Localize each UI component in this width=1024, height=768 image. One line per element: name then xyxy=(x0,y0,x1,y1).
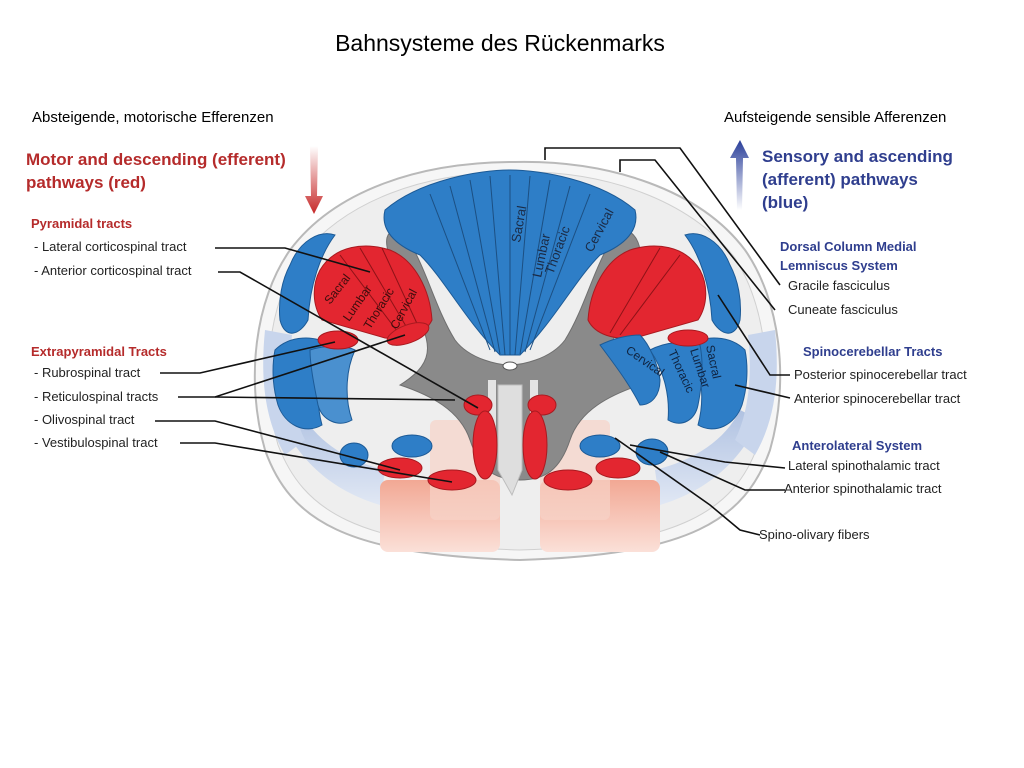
anterolateral-title: Anterolateral System xyxy=(792,438,923,453)
descending-arrow-icon xyxy=(305,146,323,214)
sensory-heading-line2: (afferent) pathways xyxy=(762,170,918,189)
motor-pathways-heading: Motor and descending (efferent) pathways… xyxy=(26,148,286,194)
motor-heading-line2: pathways (red) xyxy=(26,173,146,192)
anterior-spinocerebellar-label: Anterior spinocerebellar tract xyxy=(794,391,961,406)
sensory-pathways-heading: Sensory and ascending (afferent) pathway… xyxy=(762,145,953,214)
lateral-spinothalamic-label: Lateral spinothalamic tract xyxy=(788,458,940,473)
leader-lines-left xyxy=(155,247,479,483)
gracile-fasciculus-label: Gracile fasciculus xyxy=(788,278,890,293)
reticulospinal-label: - Reticulospinal tracts xyxy=(34,389,159,404)
segment-label-dorsal: Sacral xyxy=(508,205,529,244)
dorsal-column: Sacral Lumbar Thoracic Cervical xyxy=(383,169,637,356)
left-lateral-corticospinal: Sacral Lumbar Thoracic Cervical xyxy=(313,245,433,339)
spino-olivary-label: Spino-olivary fibers xyxy=(759,527,870,542)
sensory-heading-line3: (blue) xyxy=(762,193,809,212)
cuneate-fasciculus-label: Cuneate fasciculus xyxy=(788,302,898,317)
posterior-spinocerebellar-label: Posterior spinocerebellar tract xyxy=(794,367,967,382)
extrapyramidal-title: Extrapyramidal Tracts xyxy=(31,344,167,359)
central-canal xyxy=(502,361,518,371)
ascending-arrow-icon xyxy=(730,140,749,210)
motor-heading-line1: Motor and descending (efferent) xyxy=(26,150,286,169)
vestibulospinal-label: - Vestibulospinal tract xyxy=(34,435,158,450)
sensory-heading-line1: Sensory and ascending xyxy=(762,147,953,166)
anterior-spinothalamic-label: Anterior spinothalamic tract xyxy=(784,481,942,496)
pyramidal-title: Pyramidal tracts xyxy=(31,216,133,231)
anterior-corticospinal-label: - Anterior corticospinal tract xyxy=(34,263,192,278)
spinocerebellar-title: Spinocerebellar Tracts xyxy=(803,344,943,359)
extrapyramidal-left xyxy=(317,322,498,491)
subtitle-ascending: Aufsteigende sensible Afferenzen xyxy=(724,109,947,126)
dorsal-column-title: Dorsal Column Medial Lemniscus System xyxy=(780,239,917,273)
page-title: Bahnsysteme des Rückenmarks xyxy=(335,30,665,56)
olivospinal-label: - Olivospinal tract xyxy=(34,412,135,427)
extrapyramidal-right xyxy=(522,329,709,491)
lateral-corticospinal-label: - Lateral corticospinal tract xyxy=(34,239,187,254)
subtitle-descending: Absteigende, motorische Efferenzen xyxy=(32,109,274,126)
svg-text:Sacral: Sacral xyxy=(703,344,724,380)
right-lateral-corticospinal xyxy=(587,245,707,339)
leader-lines-right xyxy=(544,147,791,536)
rubrospinal-label: - Rubrospinal tract xyxy=(34,365,141,380)
